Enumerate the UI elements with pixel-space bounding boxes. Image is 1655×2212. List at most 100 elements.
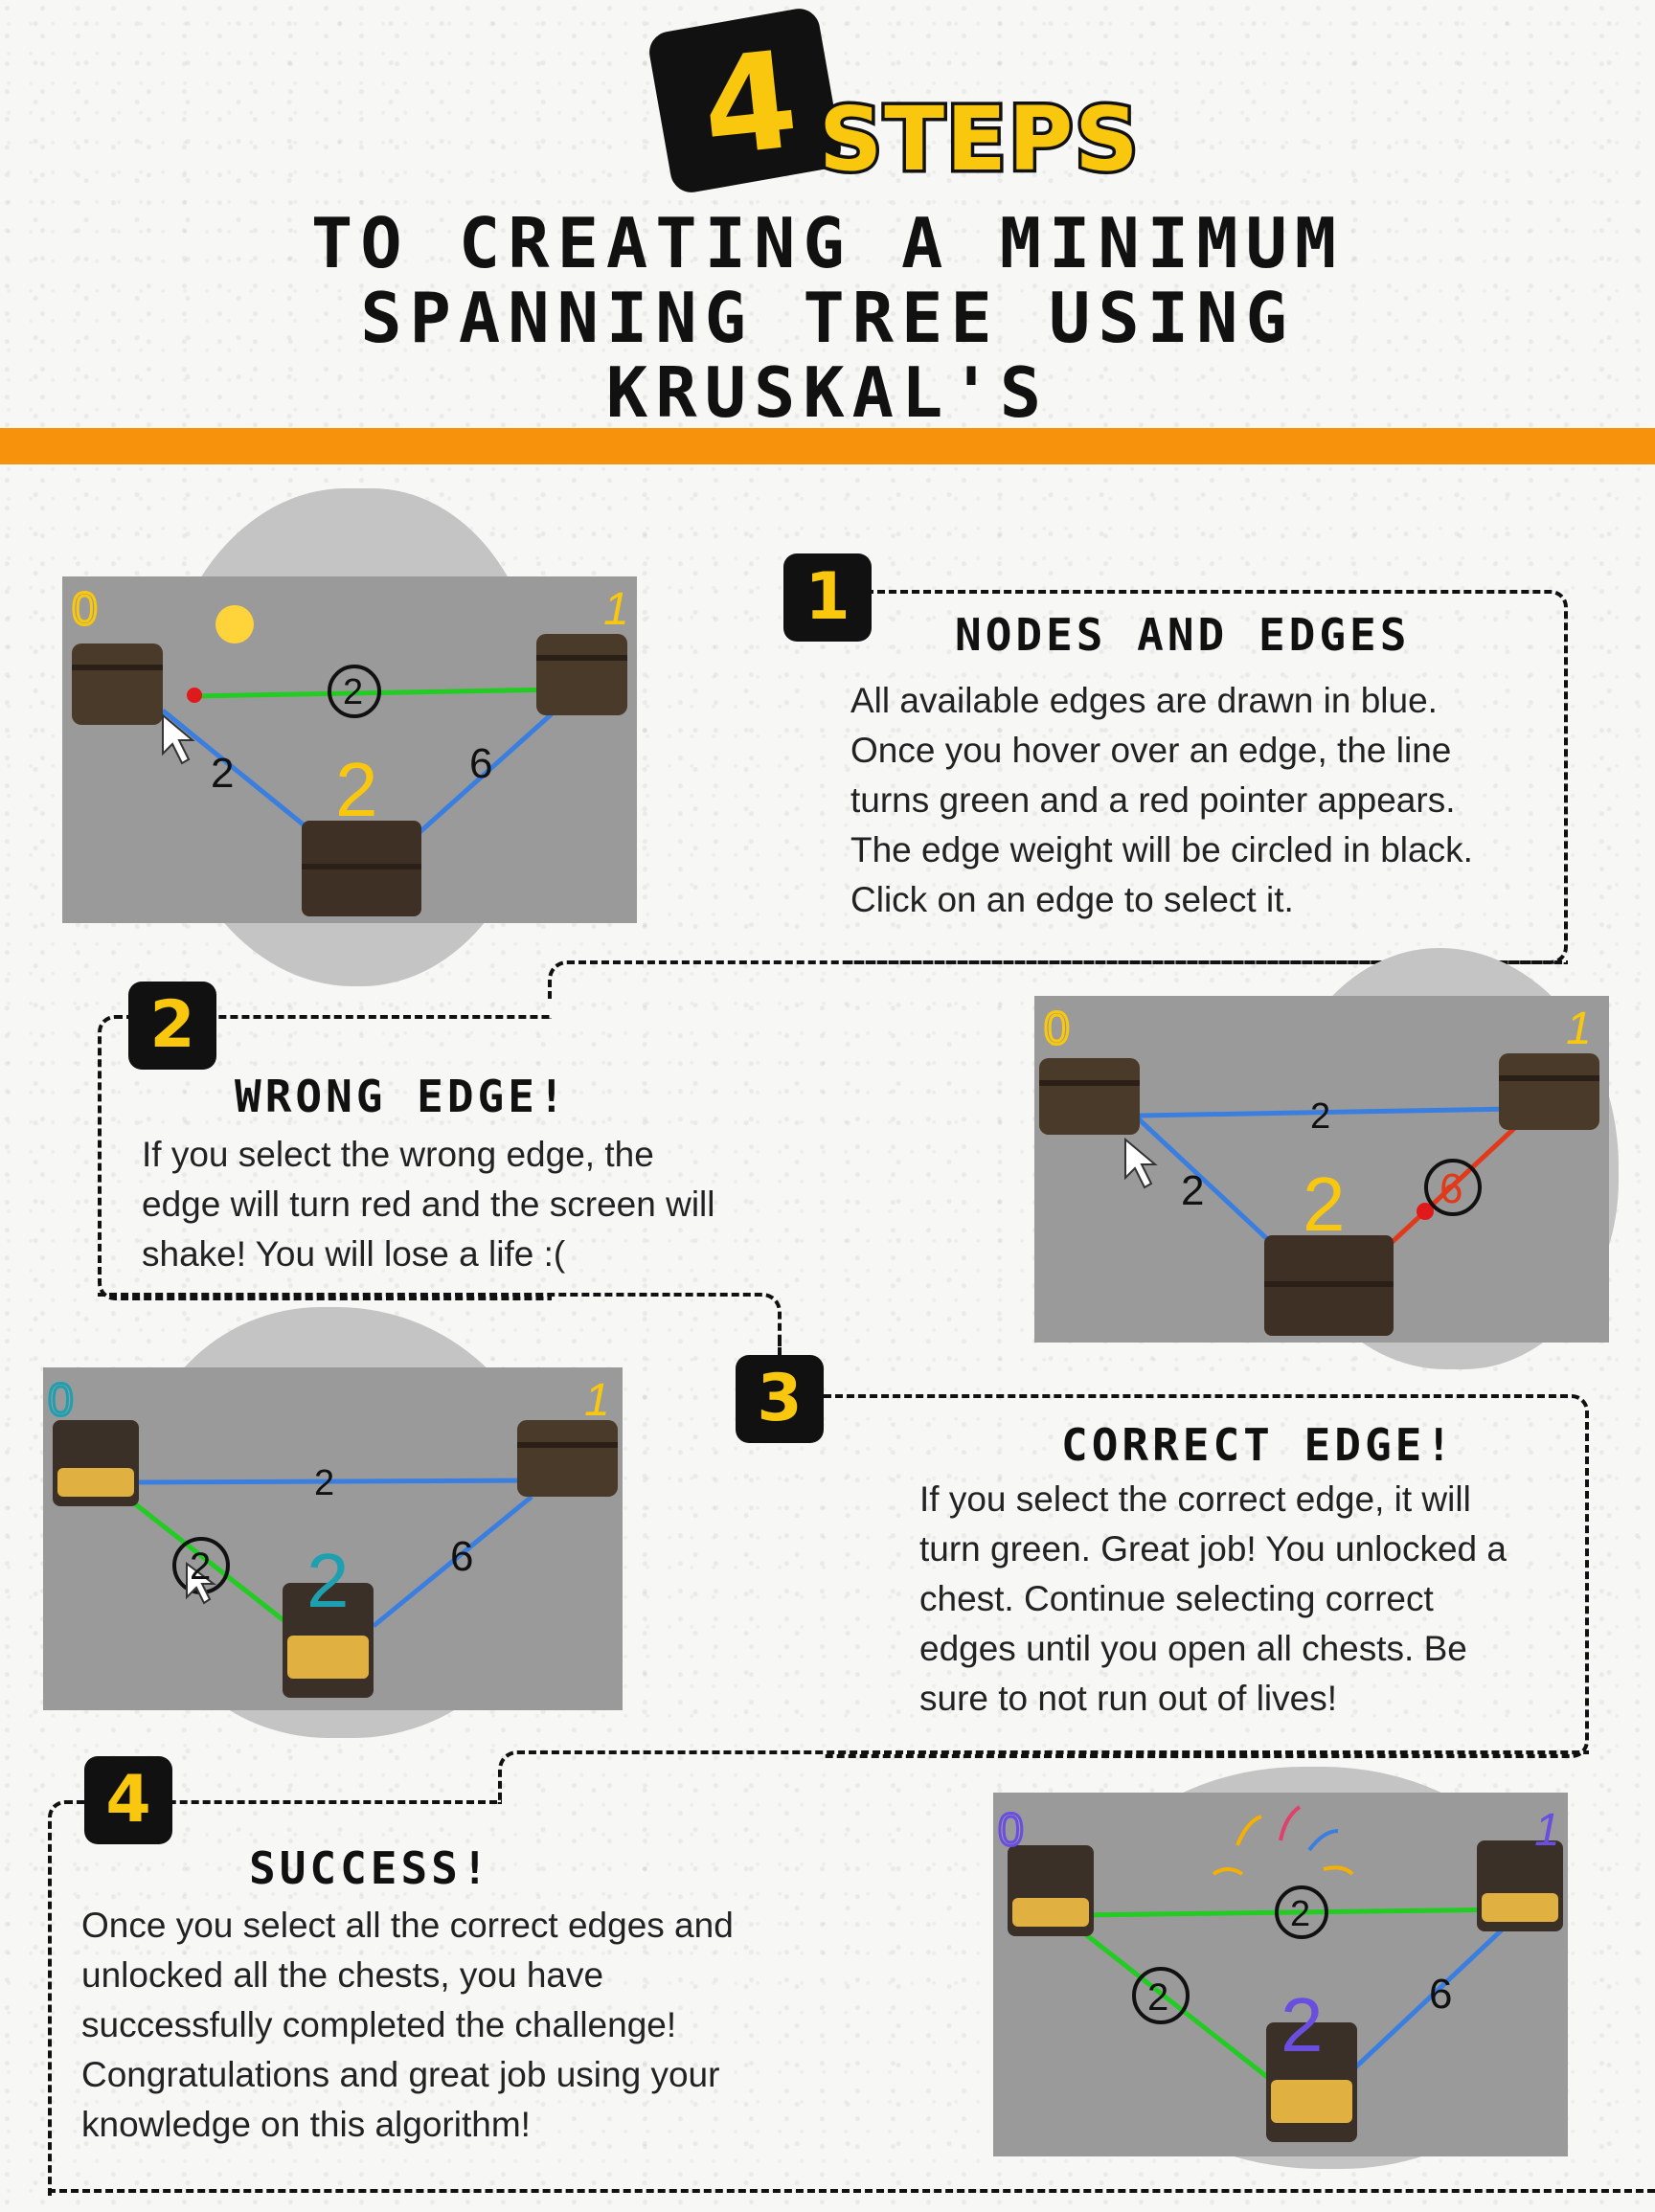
cursor-icon bbox=[1124, 1137, 1158, 1189]
step3-text-line: turn green. Great job! You unlocked a bbox=[919, 1529, 1507, 1569]
screen2-weight-01: 2 bbox=[1310, 1096, 1330, 1137]
screen2-edge-02 bbox=[1133, 1114, 1281, 1252]
step4-text: Once you select all the correct edges an… bbox=[81, 1901, 734, 2150]
step4-text-line: successfully completed the challenge! bbox=[81, 2005, 677, 2044]
title-line-2: SPANNING TREE USING bbox=[360, 278, 1295, 358]
screen4-game-view: 0 1 2 2 2 6 bbox=[993, 1793, 1568, 2156]
step2-dashed-path bbox=[98, 1015, 552, 1300]
screen3-weight-02: 2 bbox=[190, 1546, 211, 1588]
screen1-weight-12: 6 bbox=[469, 740, 492, 787]
step3-text-line: sure to not run out of lives! bbox=[919, 1679, 1338, 1718]
header-steps-word: STEPS bbox=[816, 85, 1143, 194]
lightbulb-icon bbox=[215, 605, 254, 643]
step4-text-line: knowledge on this algorithm! bbox=[81, 2105, 531, 2144]
step1-badge: 1 bbox=[783, 553, 872, 642]
screen2-game-view: 0 1 2 2 2 6 bbox=[1034, 996, 1609, 1343]
screen3-node-label-2: 2 bbox=[306, 1538, 350, 1623]
screen3-node-label-0: 0 bbox=[48, 1375, 74, 1426]
step3-text-line: If you select the correct edge, it will bbox=[919, 1479, 1471, 1519]
step4-badge: 4 bbox=[84, 1756, 172, 1844]
screen4-chest-2-open bbox=[1266, 2022, 1357, 2142]
screen1-graph: 0 1 2 2 2 6 bbox=[71, 583, 629, 916]
step2-badge: 2 bbox=[128, 982, 216, 1070]
screen2-weight-circle bbox=[1424, 1159, 1482, 1216]
screen1-node-label-2: 2 bbox=[335, 747, 378, 832]
step2-dashed-connector-bottom bbox=[98, 1293, 782, 1343]
step4-text-line: Once you select all the correct edges an… bbox=[81, 1906, 734, 1945]
step1-text-line: turns green and a red pointer appears. bbox=[850, 780, 1456, 820]
screen1-red-pointer bbox=[187, 688, 202, 703]
screen3-weight-01: 2 bbox=[314, 1463, 334, 1503]
screen2-node-label-2: 2 bbox=[1303, 1162, 1346, 1247]
step3-text-line: edges until you open all chests. Be bbox=[919, 1629, 1467, 1668]
step2-dashed-connector-top bbox=[548, 960, 1568, 999]
step4-text-line: unlocked all the chests, you have bbox=[81, 1955, 604, 1995]
step1-title: NODES AND EDGES bbox=[955, 609, 1411, 661]
screen4-weight-01: 2 bbox=[1290, 1894, 1310, 1934]
title-line-3: KRUSKAL'S bbox=[605, 352, 1050, 433]
step4-dashed-path bbox=[48, 1800, 502, 2197]
screen3-game-view: 0 1 2 2 2 6 bbox=[43, 1367, 623, 1710]
screen4-edge-02 bbox=[1068, 1920, 1273, 2082]
step1-text-line: Click on an edge to select it. bbox=[850, 880, 1294, 919]
screen1-node-label-1: 1 bbox=[603, 584, 629, 635]
screen1-chest-1 bbox=[536, 634, 627, 715]
screen4-edge-01 bbox=[1078, 1907, 1511, 1918]
screen1-node-label-0: 0 bbox=[72, 584, 98, 635]
step1-text: All available edges are drawn in blue. O… bbox=[850, 676, 1473, 925]
step2-text-line: shake! You will lose a life :( bbox=[142, 1234, 566, 1274]
screen1-edge-02 bbox=[161, 709, 318, 837]
step4-text-line: Congratulations and great job using your bbox=[81, 2055, 720, 2094]
screen1-edge-12 bbox=[415, 709, 557, 837]
screen1-game-view: 0 1 2 2 2 6 bbox=[62, 576, 637, 923]
step4-dashed-bottom bbox=[48, 2189, 1655, 2212]
step4-title: SUCCESS! bbox=[249, 1842, 492, 1894]
screen2-weight-02: 2 bbox=[1181, 1167, 1204, 1214]
header-number: 4 bbox=[695, 22, 805, 188]
step2-text-line: edge will turn red and the screen will bbox=[142, 1185, 715, 1224]
screen4-edge-12 bbox=[1350, 1920, 1512, 2072]
screen4-weight-circle-02 bbox=[1132, 1967, 1190, 2024]
screen3-edge-02 bbox=[118, 1490, 299, 1633]
screen2-node-label-0: 0 bbox=[1044, 1004, 1070, 1054]
screen2-chest-0 bbox=[1039, 1058, 1140, 1135]
step3-dashed-path bbox=[824, 1394, 1589, 1758]
step3-dashed-connector bbox=[778, 1339, 787, 1364]
screen2-red-pointer bbox=[1417, 1203, 1434, 1220]
screen4-chest-0-open bbox=[1008, 1845, 1094, 1936]
screen2-graph: 0 1 2 2 2 6 bbox=[1039, 1003, 1599, 1336]
screen2-chest-1 bbox=[1499, 1053, 1599, 1130]
screen3-chest-2-open bbox=[283, 1583, 374, 1698]
screen4-node-label-0: 0 bbox=[998, 1805, 1024, 1856]
screen2-node-label-1: 1 bbox=[1566, 1004, 1592, 1054]
screen2-chest-2 bbox=[1264, 1235, 1394, 1336]
step2-title: WRONG EDGE! bbox=[235, 1071, 569, 1122]
screen4-graph: 0 1 2 2 2 6 bbox=[997, 1804, 1563, 2142]
step1-text-line: All available edges are drawn in blue. bbox=[850, 681, 1438, 720]
step4-dashed-connector-top bbox=[498, 1750, 1589, 1802]
screen2-edge-12 bbox=[1382, 1118, 1525, 1252]
screen3-edge-12 bbox=[372, 1495, 533, 1628]
step1-text-line: The edge weight will be circled in black… bbox=[850, 830, 1473, 869]
screen4-weight-12: 6 bbox=[1429, 1971, 1452, 2018]
step1-text-line: Once you hover over an edge, the line bbox=[850, 731, 1452, 770]
screen3-graph: 0 1 2 2 2 6 bbox=[47, 1374, 618, 1698]
title-line-1: TO CREATING A MINIMUM bbox=[310, 203, 1345, 283]
screen1-weight-01: 2 bbox=[343, 672, 363, 712]
screen1-weight-02: 2 bbox=[211, 750, 234, 797]
screen1-edge-01 bbox=[191, 687, 561, 699]
screen3-edge-01 bbox=[133, 1478, 528, 1485]
screen4-weight-02: 2 bbox=[1147, 1976, 1168, 2019]
screen3-weight-12: 6 bbox=[450, 1533, 473, 1580]
screen2-edge-01 bbox=[1139, 1106, 1514, 1118]
screen4-weight-circle-01 bbox=[1275, 1885, 1328, 1939]
screen2-weight-12: 6 bbox=[1440, 1165, 1462, 1212]
step3-title: CORRECT EDGE! bbox=[1061, 1419, 1457, 1471]
screen4-node-label-2: 2 bbox=[1281, 1982, 1324, 2067]
screen3-node-label-1: 1 bbox=[584, 1375, 610, 1426]
screen4-chest-1-open bbox=[1477, 1840, 1563, 1931]
step3-text-line: chest. Continue selecting correct bbox=[919, 1579, 1434, 1618]
orange-divider-band bbox=[0, 428, 1655, 464]
screen3-chest-1 bbox=[517, 1420, 618, 1497]
step3-text: If you select the correct edge, it will … bbox=[919, 1475, 1507, 1724]
